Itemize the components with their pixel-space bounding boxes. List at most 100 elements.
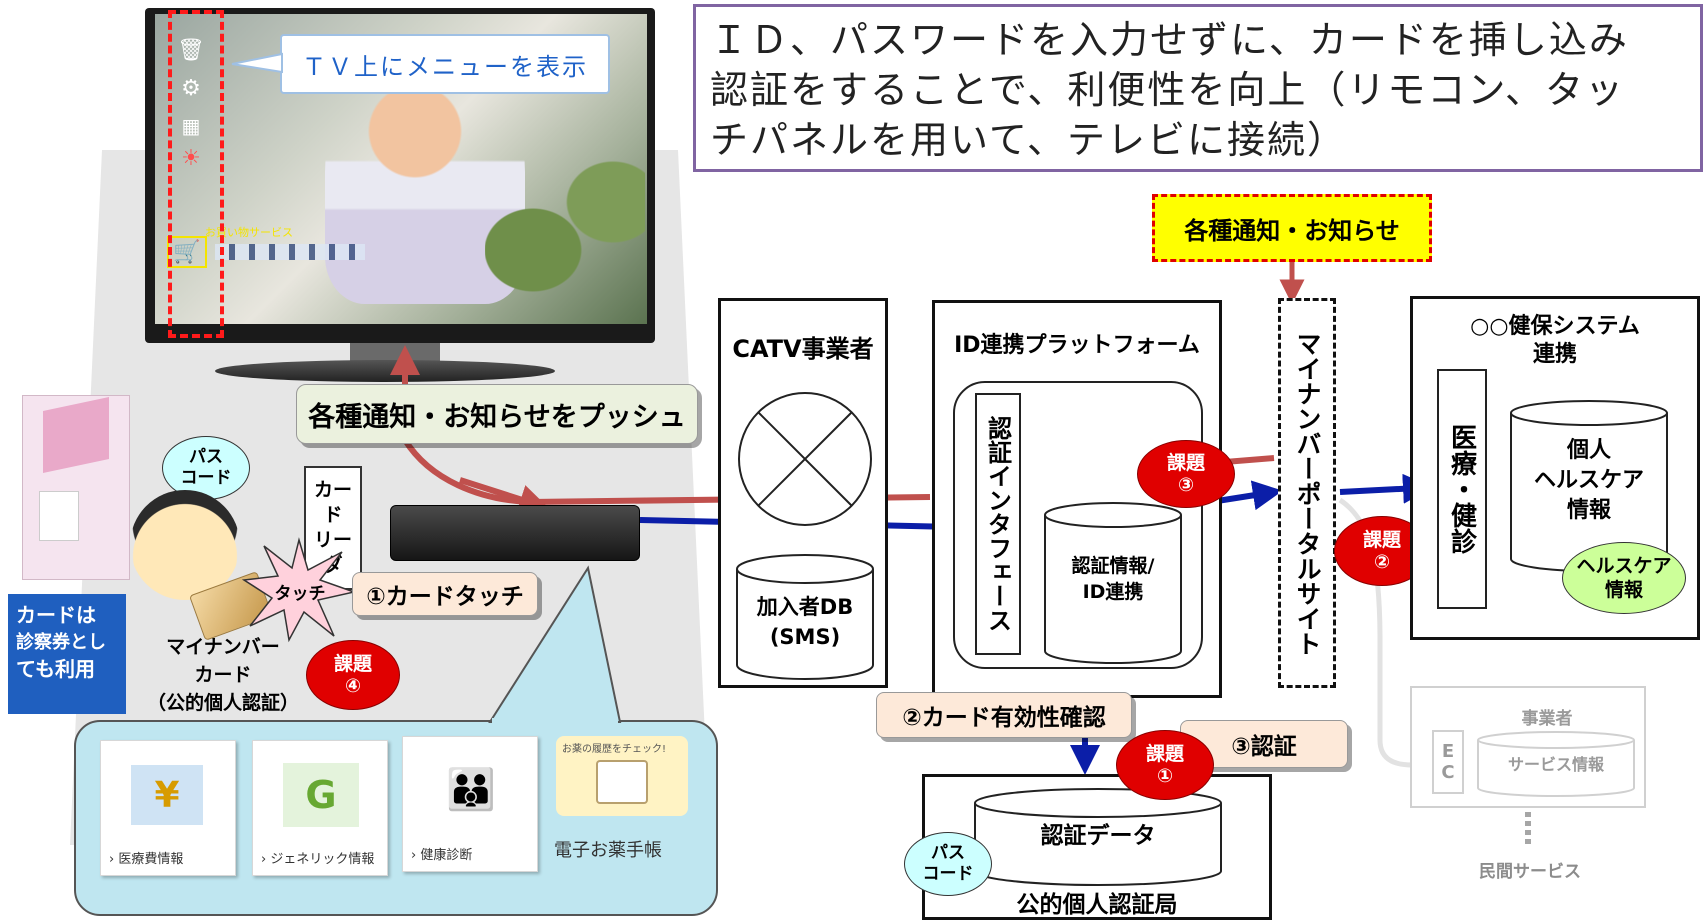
kenpo-title-line2: 連携	[1532, 342, 1577, 367]
catv-title: CATV事業者	[732, 335, 874, 363]
calendar-icon[interactable]: ▦	[181, 114, 201, 138]
menu-tile-generic[interactable]: G › ジェネリック情報	[252, 740, 388, 876]
menu-panel-pointer	[488, 565, 622, 726]
ec-box: EC	[1432, 730, 1464, 794]
card-validity-label: ②カード有効性確認	[876, 692, 1132, 738]
medical-checkup-box: 医療・健診	[1437, 369, 1487, 609]
notify-top-text: 各種通知・お知らせ	[1184, 216, 1400, 245]
healthcare-db-line1: 個人	[1566, 438, 1611, 463]
push-label-text: 各種通知・お知らせをプッシュ	[308, 401, 686, 433]
kenpo-title: ○○健保システム 連携	[1413, 311, 1697, 371]
tv-stand	[215, 360, 555, 382]
idp-title: ID連携プラットフォーム	[954, 333, 1200, 358]
passcode-jpki-line2: コード	[922, 864, 974, 884]
idp-inner	[953, 381, 1203, 669]
provider-box: 事業者 EC サービス情報	[1410, 686, 1646, 808]
passcode-user-line1: パス	[189, 447, 223, 467]
issue-1-text: 課題 ①	[1145, 743, 1184, 787]
auth-interface: 認証インタフェース	[975, 393, 1021, 655]
kenpo-title-line1: ○○健保システム	[1470, 314, 1640, 339]
menu-tile-medicine-notebook[interactable]: お薬の履歴をチェック! 電子お薬手帳	[548, 736, 708, 872]
card-reader-line1: カード	[313, 479, 352, 526]
mynumber-card-line1: マイナンバー	[166, 636, 280, 658]
notify-top-label: 各種通知・お知らせ	[1152, 194, 1432, 262]
shop-label: お買い物サービス	[205, 226, 293, 239]
family-icon: 👪	[446, 766, 496, 813]
portal-box: マイナンバーポータルサイト	[1278, 298, 1336, 688]
auth-info-db-label: 認証情報/ ID連携	[1043, 539, 1183, 619]
pill-bottle-icon: G	[283, 763, 359, 827]
auth-info-db-shape	[1044, 502, 1182, 664]
callout-pointer	[231, 52, 283, 74]
menu-tile-generic-label: › ジェネリック情報	[261, 852, 375, 867]
card-note-line1: カードは	[16, 603, 96, 627]
provider-footer: 民間サービス	[1479, 861, 1581, 882]
user-avatar	[130, 490, 240, 600]
set-top-box[interactable]	[390, 505, 640, 561]
healthcare-bubble-line2: 情報	[1604, 579, 1643, 601]
card-touch-label: ①カードタッチ	[352, 572, 538, 616]
auth-interface-text: 認証インタフェース	[983, 416, 1012, 632]
catv-box: CATV事業者 加入者DB (SMS)	[718, 298, 888, 688]
tv-menu-callout-text: ＴＶ上にメニューを表示	[302, 52, 588, 81]
issue-3: 課題 ③	[1137, 440, 1235, 508]
passcode-user-line2: コード	[180, 468, 232, 488]
hospital-yen-icon: ¥	[131, 765, 203, 825]
headline-line-3: チパネルを用いて、テレビに接続）	[710, 118, 1347, 162]
headline-box: ＩＤ、パスワードを入力せずに、カードを挿し込み 認証をすることで、利便性を向上（…	[693, 4, 1703, 172]
issue-3-text: 課題 ③	[1166, 452, 1205, 496]
healthcare-db-line2: ヘルスケア	[1533, 468, 1644, 493]
mynumber-card-line3: （公的個人認証）	[146, 692, 299, 714]
menu-tile-medical-cost[interactable]: ¥ › 医療費情報	[100, 740, 236, 876]
push-label: 各種通知・お知らせをプッシュ	[296, 384, 698, 444]
issue-2-text: 課題 ②	[1362, 529, 1401, 573]
issue-1: 課題 ①	[1116, 730, 1214, 800]
auth-info-line1: 認証情報/	[1071, 555, 1155, 577]
catv-db-line2: (SMS)	[769, 625, 841, 649]
catv-db-shape	[736, 554, 874, 680]
headline-line-2: 認証をすることで、利便性を向上（リモコン、タッ	[710, 68, 1626, 112]
medicine-notebook-caption: お薬の履歴をチェック!	[562, 744, 667, 755]
card-touch-text: ①カードタッチ	[366, 584, 524, 610]
gear-icon[interactable]: ⚙	[181, 75, 201, 101]
medicine-notebook-icon: お薬の履歴をチェック!	[556, 736, 688, 816]
idp-box: ID連携プラットフォーム 認証インタフェース 認証情報/ ID連携	[932, 300, 1222, 698]
catv-db-line1: 加入者DB	[756, 595, 854, 619]
ec-text: EC	[1437, 741, 1459, 783]
headline-line-1: ＩＤ、パスワードを入力せずに、カードを挿し込み	[710, 18, 1629, 62]
menu-tile-medical-cost-label: › 医療費情報	[109, 852, 184, 867]
leaf-pattern	[485, 154, 645, 314]
service-db-shape	[1477, 731, 1635, 797]
provider-dots	[1525, 812, 1531, 848]
passcode-bubble-user: パス コード	[162, 436, 250, 500]
sun-icon[interactable]: ☀	[181, 145, 201, 171]
card-note: カードは 診察券とし ても利用	[8, 594, 126, 714]
menu-tile-health-check-label: › 健康診断	[411, 848, 473, 863]
card-note-line2: 診察券とし	[16, 632, 106, 653]
jpki-box: 認証データ 公的個人認証局	[922, 774, 1272, 920]
service-info-label: サービス情報	[1507, 755, 1604, 774]
healthcare-bubble-line1: ヘルスケア	[1576, 555, 1672, 577]
auth-step-text: ③認証	[1231, 734, 1297, 760]
provider-title: 事業者	[1521, 709, 1573, 729]
catv-x-icon	[738, 392, 872, 526]
issue-4-text: 課題 ④	[333, 653, 372, 697]
jpki-title: 公的個人認証局	[1016, 892, 1178, 918]
medical-checkup-text: 医療・健診	[1446, 424, 1477, 554]
healthcare-db-label: 個人 ヘルスケア 情報	[1509, 433, 1669, 529]
issue-4: 課題 ④	[306, 640, 400, 710]
mynumber-card-line2: カード	[194, 664, 252, 686]
healthcare-db-line3: 情報	[1566, 498, 1611, 523]
medicine-notebook-label: 電子お薬手帳	[554, 840, 662, 861]
card-note-line3: ても利用	[16, 657, 95, 681]
kiosk-terminal	[22, 395, 130, 580]
menu-tile-health-check[interactable]: 👪 › 健康診断	[402, 736, 538, 872]
tv-menu-bar	[215, 244, 365, 260]
tv-menu-highlight	[168, 10, 224, 338]
trash-icon[interactable]: 🗑	[177, 37, 205, 63]
touch-burst	[241, 537, 357, 643]
tv-menu-callout: ＴＶ上にメニューを表示	[280, 34, 610, 94]
auth-info-line2: ID連携	[1082, 581, 1144, 603]
passcode-jpki-line1: パス	[931, 843, 965, 863]
